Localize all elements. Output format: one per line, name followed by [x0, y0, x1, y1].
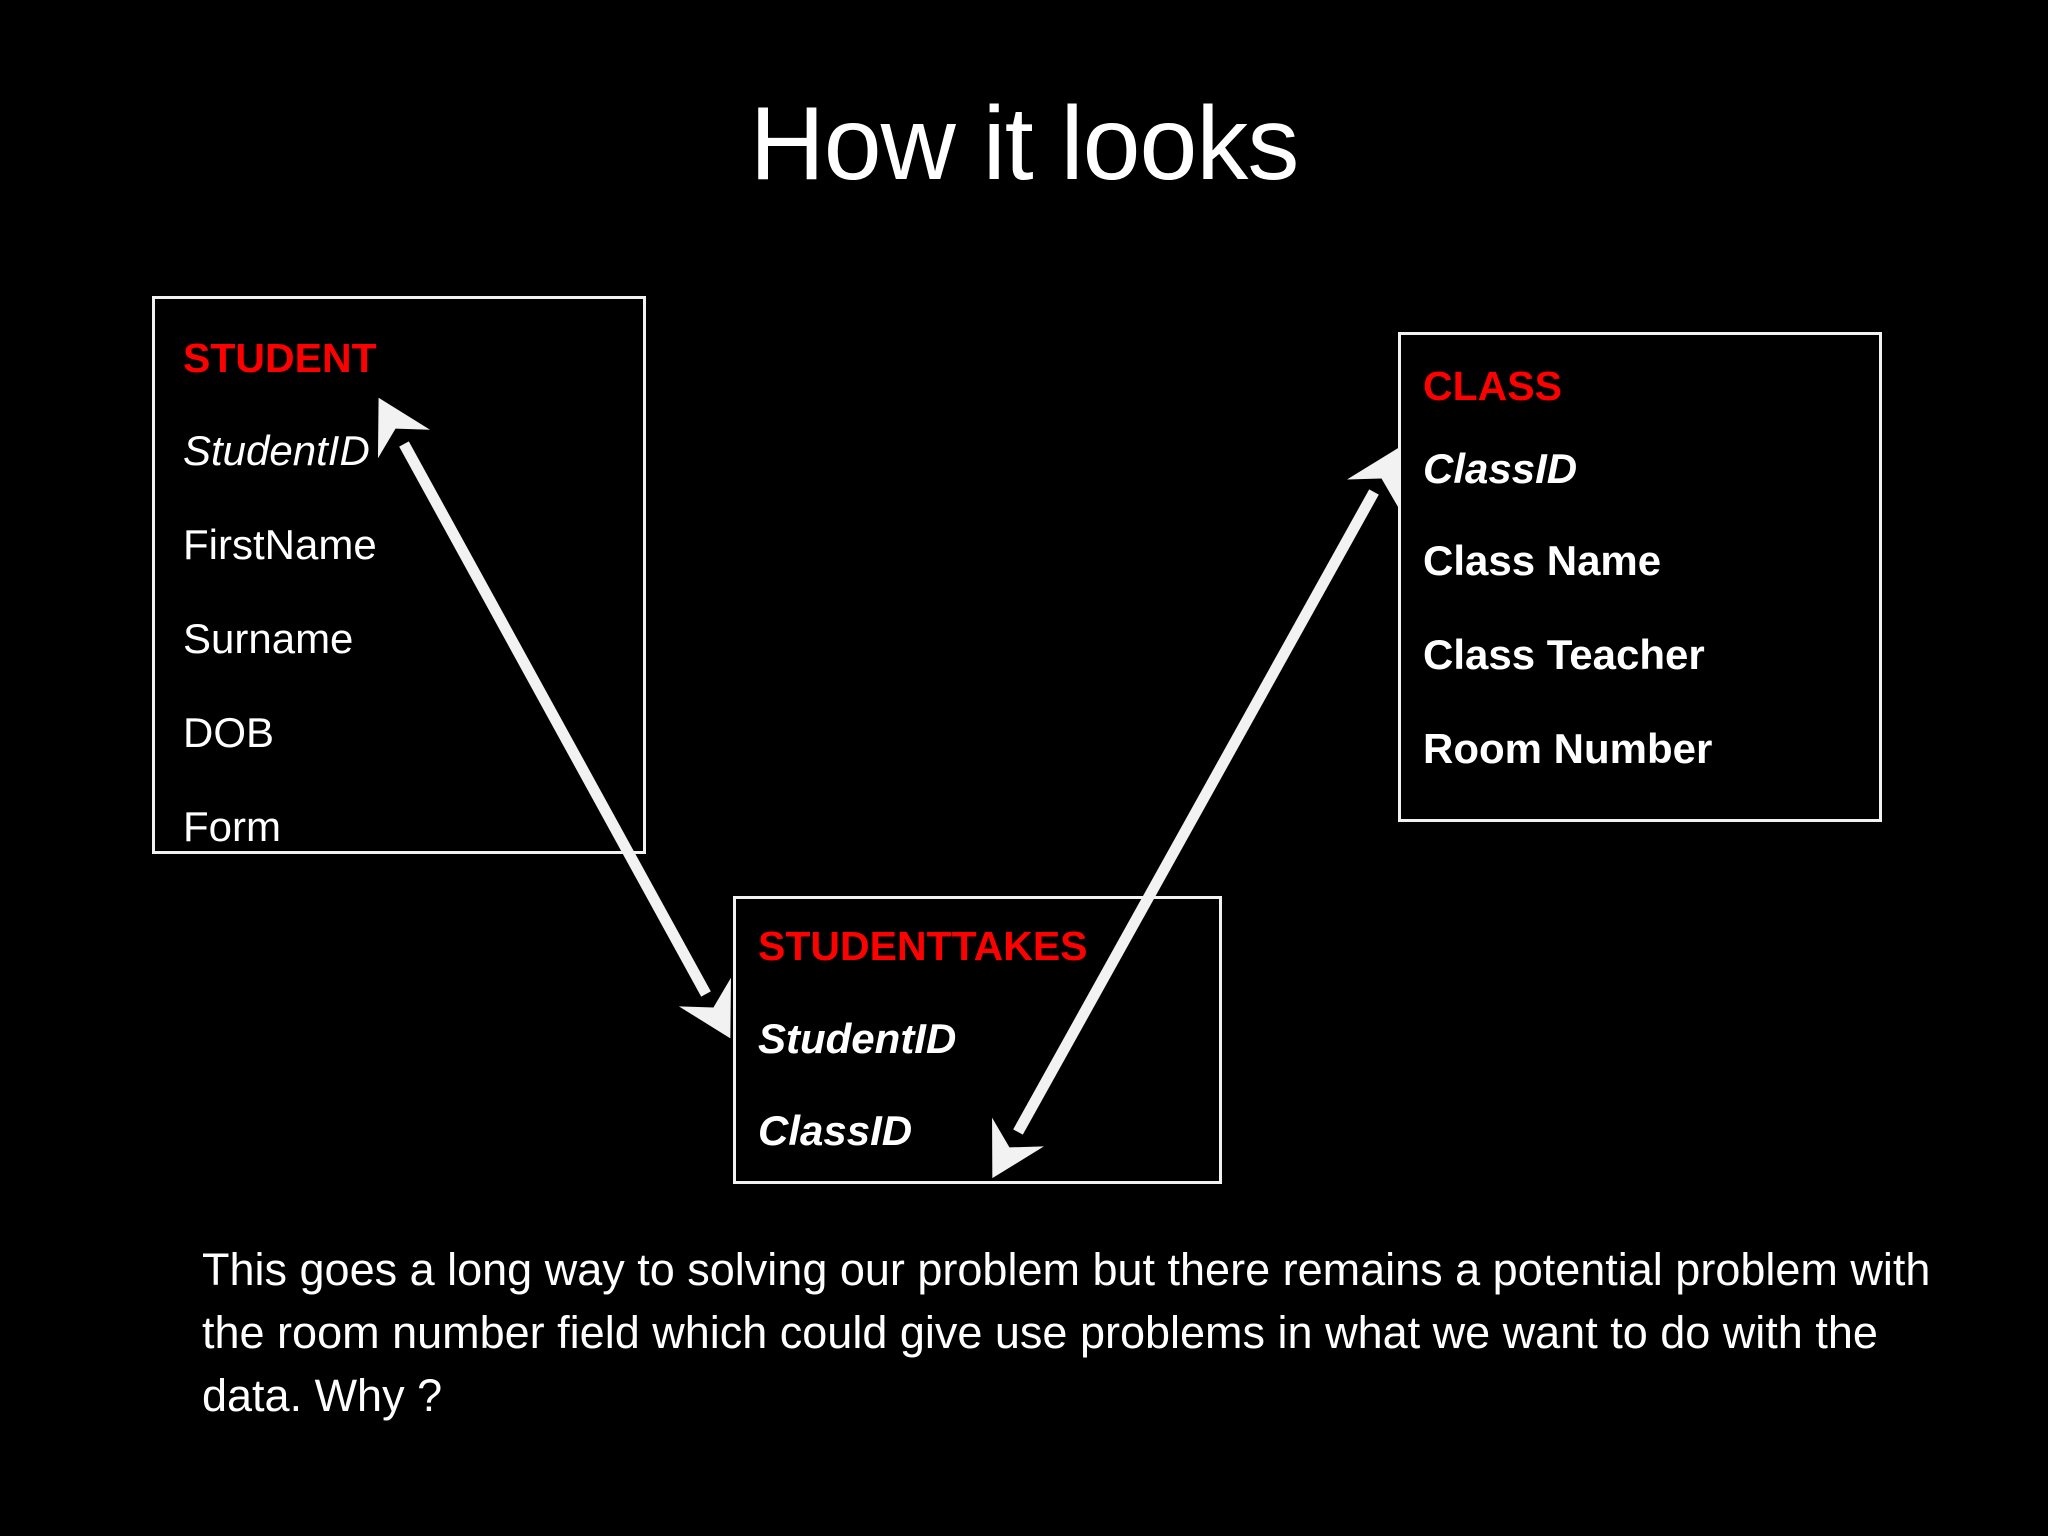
field-class-classteacher: Class Teacher [1423, 631, 1705, 678]
field-class-roomnumber: Room Number [1423, 725, 1713, 772]
field-student-firstname: FirstName [183, 521, 377, 568]
entity-title-studenttakes: STUDENTTAKES [758, 923, 1088, 969]
field-student-dob: DOB [183, 709, 275, 756]
entity-box-studenttakes: STUDENTTAKES StudentID ClassID [733, 896, 1222, 1184]
field-class-classid: ClassID [1423, 445, 1578, 492]
field-student-surname: Surname [183, 615, 354, 662]
body-paragraph: This goes a long way to solving our prob… [202, 1244, 1931, 1421]
entity-box-class: CLASS ClassID Class Name Class Teacher R… [1398, 332, 1882, 822]
entity-box-student: STUDENT StudentID FirstName Surname DOB … [152, 296, 646, 854]
entity-title-class: CLASS [1423, 363, 1562, 409]
entity-title-student: STUDENT [183, 335, 377, 381]
field-studenttakes-classid: ClassID [758, 1107, 913, 1154]
field-studenttakes-studentid: StudentID [758, 1015, 957, 1062]
page-title: How it looks [749, 86, 1300, 202]
field-student-form: Form [183, 803, 281, 850]
field-class-classname: Class Name [1423, 537, 1662, 584]
field-student-studentid: StudentID [183, 427, 370, 474]
